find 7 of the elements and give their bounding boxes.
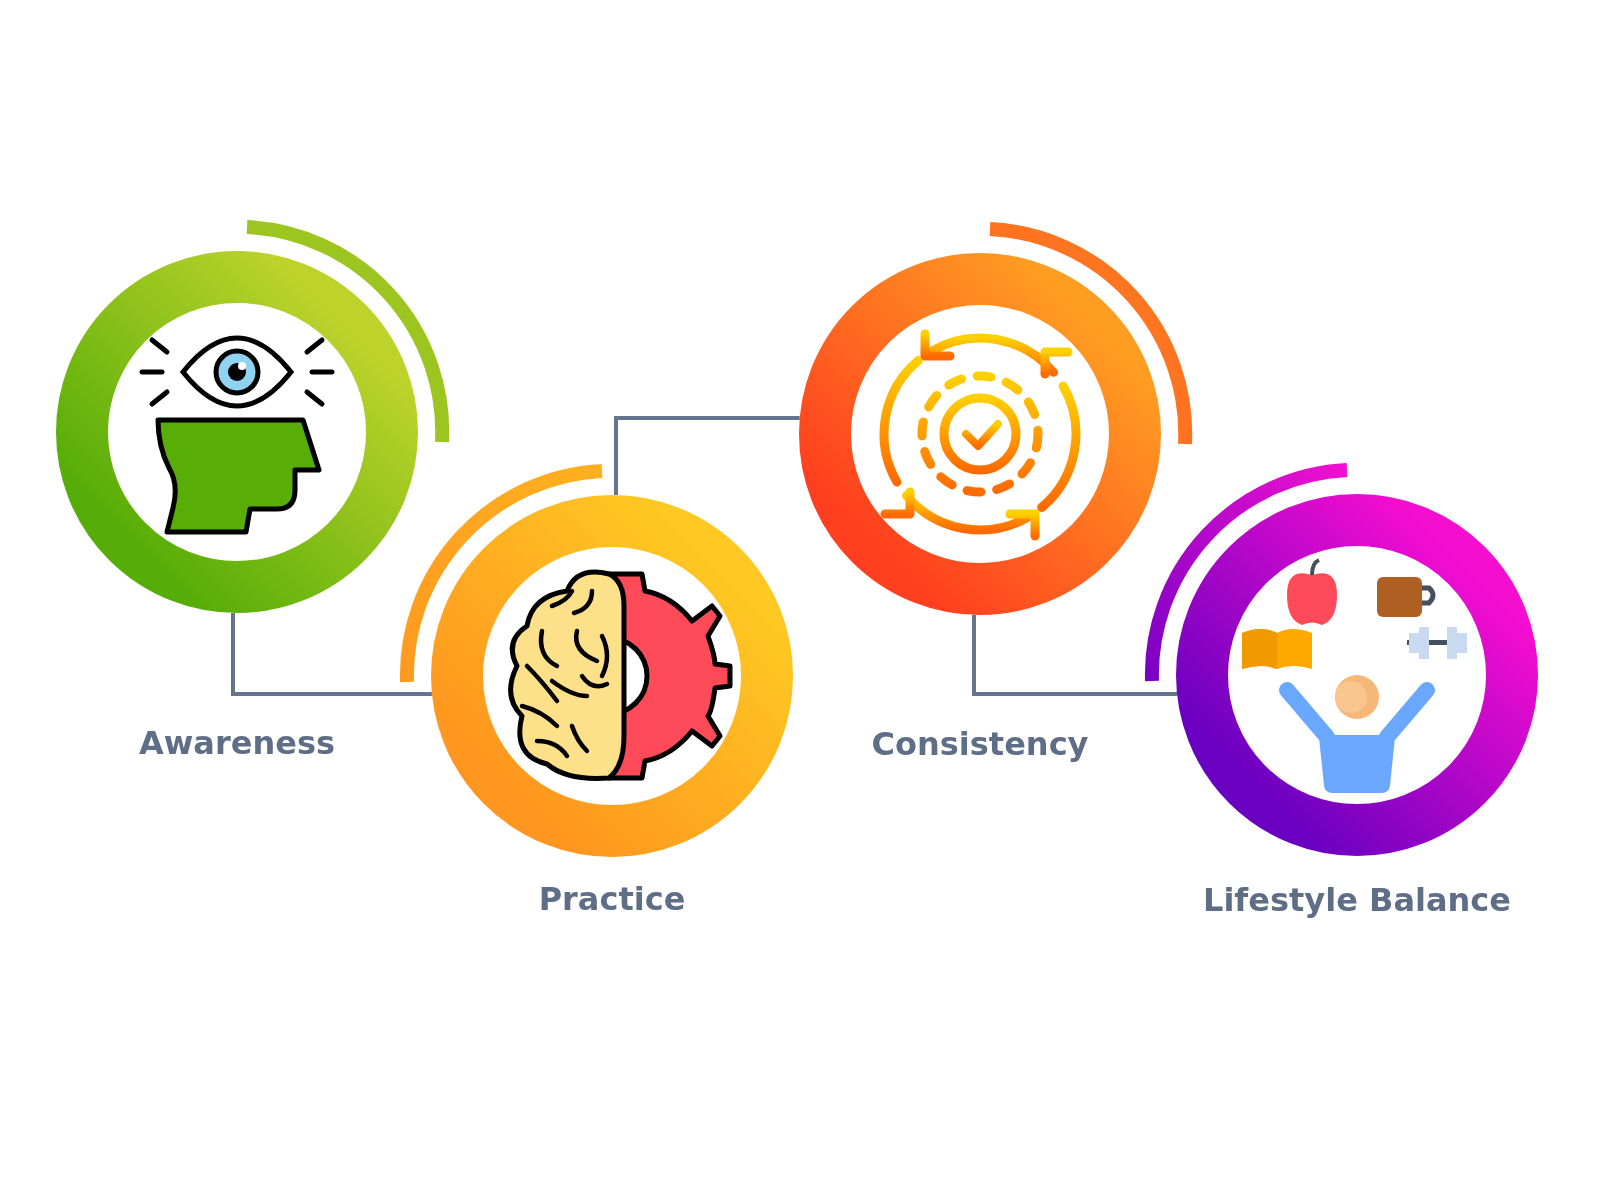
step-label: Awareness xyxy=(139,724,335,763)
step-label: Consistency xyxy=(871,725,1089,764)
connector-line xyxy=(231,612,432,696)
connector-line xyxy=(614,416,800,496)
step-label: Lifestyle Balance xyxy=(1203,881,1511,920)
step-label: Practice xyxy=(538,880,686,919)
connector-line xyxy=(972,614,1177,696)
